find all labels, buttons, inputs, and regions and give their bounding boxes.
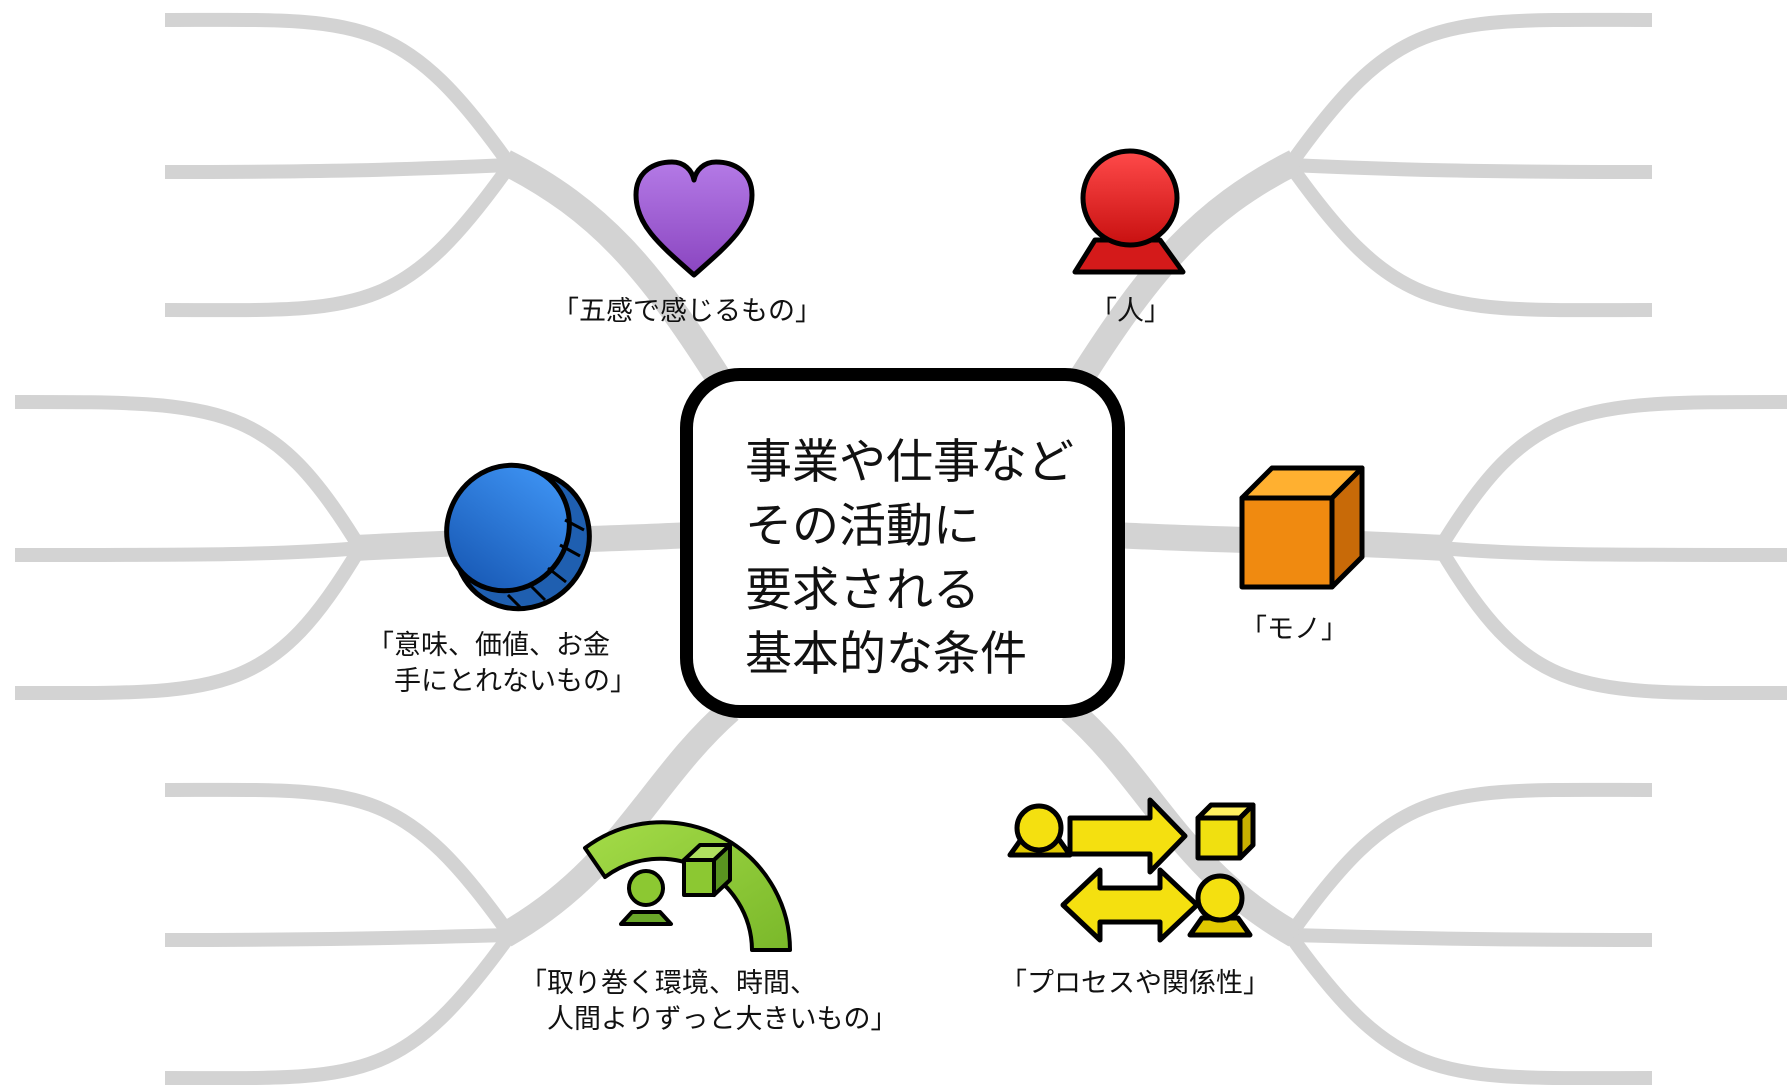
environment-label: 「取り巻く環境、時間、 人間よりずっと大きいもの」 bbox=[520, 966, 897, 1038]
person-icon bbox=[1072, 148, 1186, 275]
environment-label-line-2: 人間よりずっと大きいもの」 bbox=[520, 1004, 898, 1035]
center-text: 事業や仕事など その活動に 要求される 基本的な条件 bbox=[745, 431, 1074, 687]
heart-icon bbox=[633, 159, 755, 278]
center-line-2: その活動に bbox=[745, 499, 980, 554]
center-line-3: 要求される bbox=[745, 563, 980, 618]
center-line-4: 基本的な条件 bbox=[745, 627, 1027, 682]
center-line-1: 事業や仕事など bbox=[745, 435, 1074, 490]
environment-arc-icon bbox=[583, 820, 792, 952]
person-label: 「人」 bbox=[1090, 296, 1171, 327]
environment-label-line-1: 「取り巻く環境、時間、 bbox=[520, 968, 817, 999]
process-arrows-icon bbox=[1007, 797, 1256, 943]
process-label: 「プロセスや関係性」 bbox=[1000, 968, 1270, 999]
coin-icon bbox=[444, 462, 592, 612]
meaning-label-line-1: 「意味、価値、お金 bbox=[367, 630, 610, 661]
center-node: 事業や仕事など その活動に 要求される 基本的な条件 bbox=[680, 368, 1125, 718]
thing-label: 「モノ」 bbox=[1240, 614, 1348, 645]
cube-icon bbox=[1239, 465, 1365, 590]
meaning-label: 「意味、価値、お金 手にとれないもの」 bbox=[367, 628, 637, 700]
meaning-label-line-2: 手にとれないもの」 bbox=[367, 666, 637, 697]
senses-label: 「五感で感じるもの」 bbox=[552, 296, 822, 327]
